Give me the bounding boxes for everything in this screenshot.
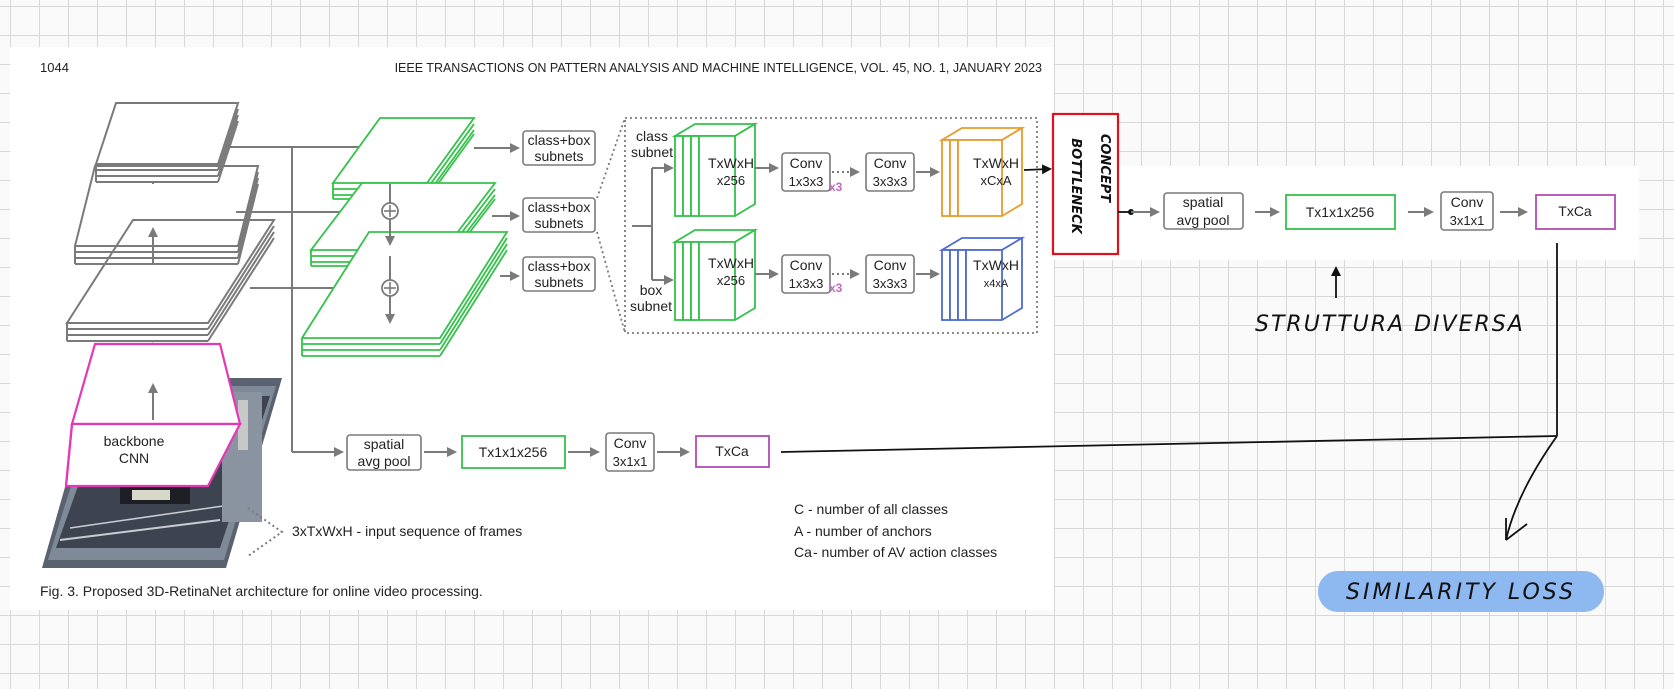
- lower-output-box: [695, 435, 770, 468]
- legend-ca-text: - number of AV action classes: [813, 544, 997, 560]
- input-dotted-bracket: [247, 507, 284, 557]
- concept-label: CONCEPT: [1097, 134, 1112, 203]
- svg-text:1x3x3: 1x3x3: [789, 174, 824, 189]
- right-feature-box: [1285, 194, 1396, 230]
- legend: C - number of all classes A - number of …: [794, 501, 997, 560]
- svg-text:1x3x3: 1x3x3: [789, 276, 824, 291]
- pyramid-level-bottom: [65, 219, 276, 342]
- bottom-output-block: [938, 236, 1026, 321]
- svg-text:subnets: subnets: [534, 215, 583, 231]
- similarity-loss: SIMILARITY LOSS: [1318, 571, 1604, 612]
- top-repeat-label: x3: [829, 180, 843, 194]
- svg-text:Tx1x1x256: Tx1x1x256: [479, 444, 548, 460]
- subnet-box-3: class+box subnets: [522, 256, 596, 292]
- bottom-feature-block: [671, 228, 759, 321]
- svg-text:avg pool: avg pool: [358, 453, 411, 469]
- fpn-merge-nodes: [381, 184, 399, 324]
- figure-caption: Fig. 3. Proposed 3D-RetinaNet architectu…: [40, 583, 483, 599]
- backbone-pyramid: [65, 102, 276, 388]
- svg-text:subnets: subnets: [534, 274, 583, 290]
- svg-text:x256: x256: [717, 273, 745, 288]
- bottom-branch: TxWxH x256 Conv 1x3x3 x3 Conv 3x3x3 TxWx…: [671, 228, 1026, 321]
- lower-feature-box: [461, 435, 566, 469]
- svg-text:Conv: Conv: [614, 435, 647, 451]
- svg-text:avg pool: avg pool: [1177, 212, 1230, 228]
- svg-text:class+box: class+box: [528, 199, 591, 215]
- fpn-stack-bottom: [300, 231, 509, 357]
- svg-text:Conv: Conv: [790, 155, 823, 171]
- svg-text:xCxA: xCxA: [980, 173, 1011, 188]
- subnet-detail-region: [624, 117, 1038, 334]
- svg-text:3x3x3: 3x3x3: [873, 276, 908, 291]
- svg-text:TxCa: TxCa: [1558, 203, 1592, 219]
- svg-text:spatial: spatial: [364, 436, 404, 452]
- right-conv-box: [1440, 191, 1494, 231]
- top-feature-block: [671, 122, 759, 217]
- svg-text:TxWxH: TxWxH: [973, 257, 1019, 273]
- right-pipeline: spatial avg pool Tx1x1x256 Conv 3x1x1 Tx…: [1163, 191, 1616, 231]
- svg-text:class+box: class+box: [528, 258, 591, 274]
- similarity-connector: [780, 243, 1558, 541]
- input-note: 3xTxWxH - input sequence of frames: [292, 523, 522, 539]
- svg-text:3x3x3: 3x3x3: [873, 174, 908, 189]
- subnet-box-1: class+box subnets: [522, 130, 596, 166]
- svg-text:TxWxH: TxWxH: [973, 155, 1019, 171]
- class-subnet-label-2: subnet: [631, 144, 673, 160]
- page-number: 1044: [40, 60, 69, 75]
- subnet-box-2: class+box subnets: [522, 197, 596, 233]
- svg-text:x256: x256: [717, 173, 745, 188]
- svg-text:Conv: Conv: [1451, 194, 1484, 210]
- lower-conv-box: [605, 432, 655, 472]
- bottom-repeat-label: x3: [829, 281, 843, 295]
- svg-text:3x1x1: 3x1x1: [613, 454, 648, 469]
- svg-text:TxWxH: TxWxH: [708, 255, 754, 271]
- svg-text:3x1x1: 3x1x1: [1450, 213, 1485, 228]
- bottom-conv1-box: [781, 254, 831, 294]
- svg-text:Conv: Conv: [874, 155, 907, 171]
- svg-text:TxCa: TxCa: [715, 443, 749, 459]
- concept-bottleneck: CONCEPT BOTTLENECK: [1051, 112, 1120, 256]
- top-output-block: [938, 126, 1026, 217]
- svg-text:TxWxH: TxWxH: [708, 155, 754, 171]
- svg-text:spatial: spatial: [1183, 194, 1223, 210]
- svg-text:Tx1x1x256: Tx1x1x256: [1306, 204, 1375, 220]
- backbone-label-2: CNN: [119, 450, 149, 466]
- class-subnet-label-1: class: [636, 128, 668, 144]
- journal-header: IEEE TRANSACTIONS ON PATTERN ANALYSIS AN…: [395, 61, 1042, 75]
- lower-pool-box: [346, 434, 422, 471]
- top-conv2-box: [865, 152, 915, 192]
- svg-text:Conv: Conv: [874, 257, 907, 273]
- right-pool-box: [1163, 192, 1244, 230]
- svg-text:class+box: class+box: [528, 132, 591, 148]
- backbone-cnn: backbone CNN: [64, 342, 242, 488]
- svg-text:x4xA: x4xA: [984, 278, 1009, 290]
- bottleneck-label: BOTTLENECK: [1068, 138, 1083, 234]
- legend-c: C - number of all classes: [794, 501, 948, 517]
- box-subnet-label-2: subnet: [630, 298, 672, 314]
- svg-text:subnets: subnets: [534, 148, 583, 164]
- backbone-label-1: backbone: [104, 433, 165, 449]
- legend-ca-symbol: Ca: [794, 544, 812, 560]
- box-subnet-label-1: box: [640, 282, 663, 298]
- top-conv1-box: [781, 152, 831, 192]
- bottom-conv2-box: [865, 254, 915, 294]
- svg-text:Conv: Conv: [790, 257, 823, 273]
- right-output-box: [1535, 194, 1616, 230]
- legend-a: A - number of anchors: [794, 523, 932, 539]
- struttura-diversa-note: STRUTTURA DIVERSA: [1255, 312, 1525, 337]
- top-branch: TxWxH x256 Conv 1x3x3 x3 Conv 3x3x3 TxWx…: [671, 122, 1026, 217]
- similarity-loss-label: SIMILARITY LOSS: [1346, 580, 1576, 605]
- lower-pipeline: spatial avg pool Tx1x1x256 Conv 3x1x1 Tx…: [346, 432, 770, 472]
